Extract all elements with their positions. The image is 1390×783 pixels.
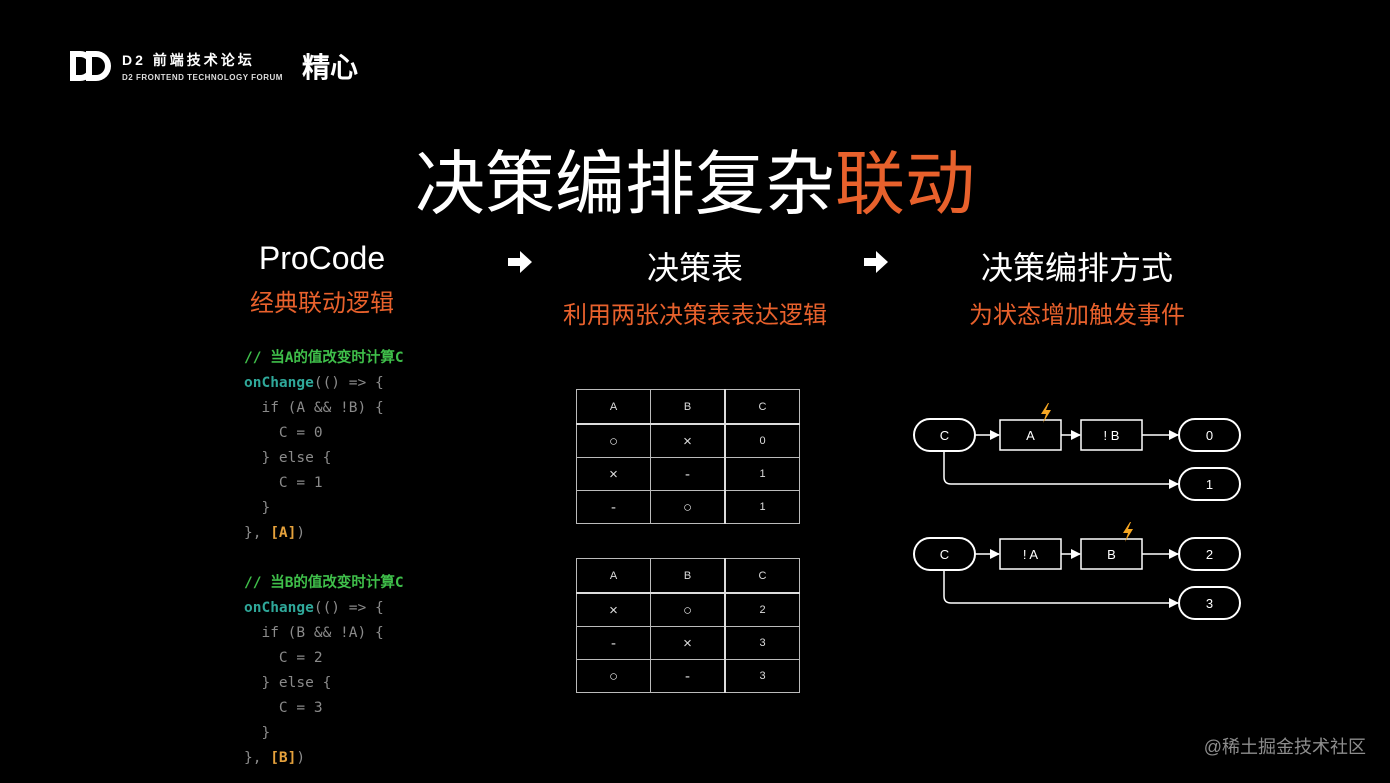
table-header-cell: C: [724, 558, 800, 594]
code-line: } else {: [244, 450, 332, 466]
table-cell: ×: [576, 592, 651, 627]
flow-node-output: [1178, 418, 1241, 452]
arrow-right-icon: [864, 251, 888, 273]
table-header-row: A B C: [576, 389, 800, 425]
table-row: ○ - 3: [576, 659, 800, 693]
code-line: (() => {: [313, 600, 384, 616]
table-cell: ×: [650, 626, 726, 660]
flow-arrow: [943, 451, 1179, 489]
column-procode: ProCode 经典联动逻辑: [222, 240, 422, 318]
table-header-cell: A: [576, 389, 651, 425]
column-decision-table: 决策表 利用两张决策表表达逻辑: [545, 243, 845, 330]
code-line: } else {: [244, 675, 332, 691]
column-subheading: 为状态增加触发事件: [969, 302, 1185, 329]
table-header-cell: B: [650, 558, 726, 594]
code-block-b: // 当B的值改变时计算C onChange(() => { if (B && …: [244, 571, 404, 771]
table-cell: 2: [724, 592, 800, 627]
flow-a: C A ! B 0 1: [913, 403, 1241, 501]
code-line: C = 2: [244, 650, 323, 666]
code-line: },: [244, 750, 271, 766]
code-line: C = 1: [244, 475, 323, 491]
table-row: - ○ 1: [576, 490, 800, 524]
code-keyword: onChange: [244, 375, 314, 391]
table-cell: ×: [650, 423, 726, 458]
table-header-row: A B C: [576, 558, 800, 594]
flow-node-label: B: [1107, 547, 1116, 562]
table-cell: 3: [724, 626, 800, 660]
table-cell: 1: [724, 457, 800, 491]
flow-node-label: ! B: [1104, 428, 1120, 443]
flow-node-label: ! A: [1023, 547, 1039, 562]
code-line: if (B && !A) {: [244, 625, 384, 641]
code-line: ): [296, 750, 306, 766]
code-line: (() => {: [313, 375, 384, 391]
code-line: },: [244, 525, 271, 541]
table-cell: ○: [650, 490, 726, 524]
code-comment: // 当B的值改变时计算C: [244, 575, 404, 591]
flow-node-output: [1178, 586, 1241, 620]
decision-table-a: A B C ○ × 0 × - 1 - ○ 1: [576, 389, 800, 524]
column-heading: 决策编排方式: [980, 250, 1173, 286]
code-line: if (A && !B) {: [244, 400, 384, 416]
code-keyword: onChange: [244, 600, 314, 616]
flow-node-label: 3: [1206, 596, 1213, 611]
table-cell: 3: [724, 659, 800, 693]
column-subheading: 利用两张决策表表达逻辑: [563, 302, 827, 329]
logo-title-cn: D2 前端技术论坛: [122, 52, 255, 68]
flow-node-label: 1: [1206, 477, 1213, 492]
code-line: ): [296, 525, 306, 541]
table-header-cell: A: [576, 558, 651, 594]
code-dependency: [B]: [270, 750, 297, 766]
title-highlight: 联动: [835, 145, 975, 223]
d2-logo-icon: [70, 51, 111, 81]
d2-logo: D2 前端技术论坛 D2 FRONTEND TECHNOLOGY FORUM: [68, 48, 283, 84]
table-cell: 1: [724, 490, 800, 524]
table-cell: ×: [576, 457, 651, 491]
flow-node-label: C: [940, 428, 949, 443]
column-orchestration: 决策编排方式 为状态增加触发事件: [927, 243, 1227, 330]
table-row: × ○ 2: [576, 592, 800, 627]
table-cell: -: [576, 626, 651, 660]
table-cell: -: [650, 457, 726, 491]
watermark: @稀土掘金技术社区: [1203, 737, 1366, 757]
code-dependency: [A]: [270, 525, 297, 541]
flow-diagrams: C A ! B 0 1 C ! A B 2 3: [913, 403, 1241, 620]
table-cell: -: [576, 490, 651, 524]
lightning-bolt-icon: [1123, 522, 1133, 542]
slide-title: 决策编排复杂联动: [0, 128, 1390, 229]
flow-node-label: C: [940, 547, 949, 562]
table-row: ○ × 0: [576, 423, 800, 458]
column-heading: 决策表: [646, 250, 743, 286]
column-heading: ProCode: [258, 240, 386, 276]
table-header-cell: C: [724, 389, 800, 425]
table-cell: 0: [724, 423, 800, 458]
table-row: - × 3: [576, 626, 800, 660]
flow-node-output: [1178, 467, 1241, 501]
column-subheading: 经典联动逻辑: [250, 290, 394, 317]
flow-node-label: A: [1026, 428, 1035, 443]
flow-node-label: 0: [1206, 428, 1213, 443]
code-block-a: // 当A的值改变时计算C onChange(() => { if (A && …: [244, 346, 404, 546]
table-cell: -: [650, 659, 726, 693]
flow-node-output: [1178, 537, 1241, 571]
table-cell: ○: [576, 659, 651, 693]
code-line: }: [244, 500, 271, 516]
title-main: 决策编排复杂: [415, 145, 835, 223]
code-line: C = 0: [244, 425, 323, 441]
table-cell: ○: [576, 423, 651, 458]
code-comment: // 当A的值改变时计算C: [244, 350, 404, 366]
brand-logo: 精心: [302, 51, 359, 84]
flow-b: C ! A B 2 3: [913, 522, 1241, 620]
lightning-bolt-icon: [1041, 403, 1051, 423]
table-header-cell: B: [650, 389, 726, 425]
arrow-right-icon: [508, 251, 532, 273]
code-line: C = 3: [244, 700, 323, 716]
table-row: × - 1: [576, 457, 800, 491]
flow-node-label: 2: [1206, 547, 1213, 562]
table-cell: ○: [650, 592, 726, 627]
flow-arrow: [943, 570, 1179, 608]
code-line: }: [244, 725, 271, 741]
decision-table-b: A B C × ○ 2 - × 3 ○ - 3: [576, 558, 800, 693]
logo-title-en: D2 FRONTEND TECHNOLOGY FORUM: [122, 73, 283, 82]
